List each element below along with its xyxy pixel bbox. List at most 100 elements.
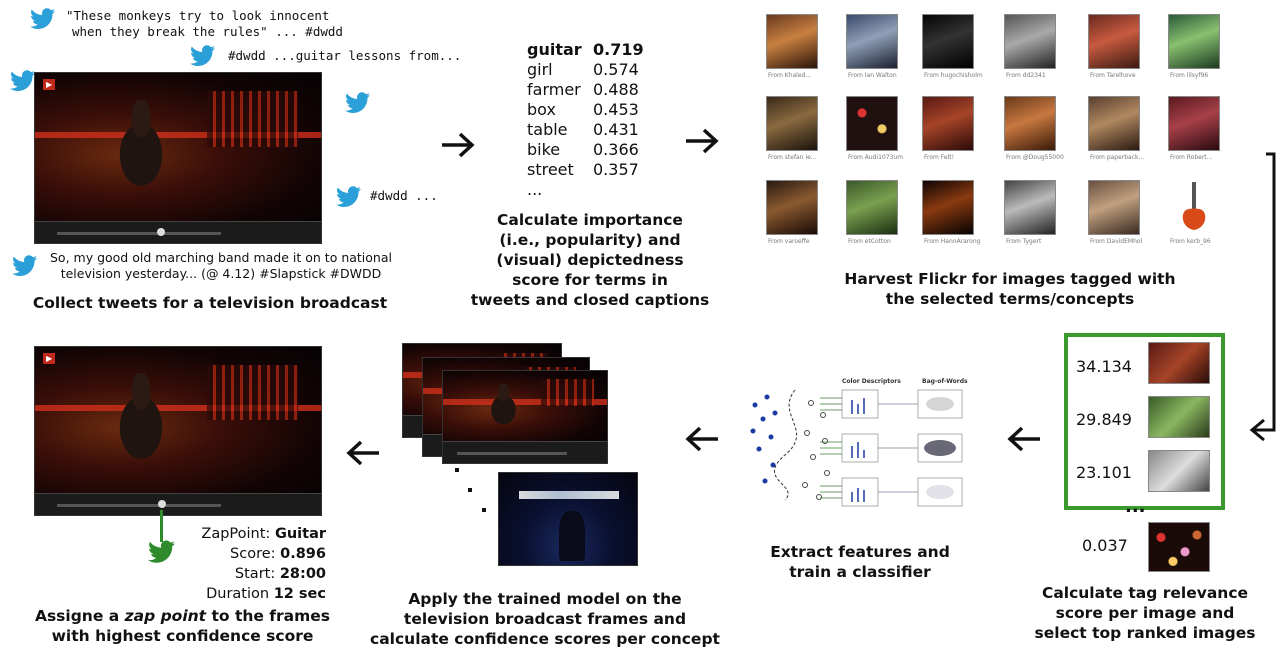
flickr-image-caption: From dd2341 (1006, 72, 1046, 79)
zap-label: ZapPoint: (201, 526, 271, 542)
flickr-image[interactable] (1168, 14, 1220, 69)
score-label: Score: (230, 546, 276, 562)
step2-caption-line: tweets and closed captions (470, 291, 710, 309)
sequence-dot (455, 468, 459, 472)
rank-score: 23.101 (1076, 463, 1132, 482)
tweet-3: #dwdd ... (370, 188, 438, 203)
ranked-image (1148, 396, 1210, 438)
start-label: Start: (234, 566, 276, 582)
flickr-image-caption: From HannArarong (924, 238, 981, 245)
broadcast-video-player[interactable]: ▶ (34, 72, 322, 244)
term-score: 0.488 (593, 80, 639, 99)
step7-caption-pre: Assigne a (34, 607, 125, 625)
flickr-image[interactable] (1004, 180, 1056, 235)
flickr-image[interactable] (1088, 14, 1140, 69)
term-row: farmer 0.488 (527, 80, 644, 100)
step3-caption: Harvest Flickr for images tagged with th… (800, 269, 1220, 309)
twitter-bird-icon (10, 70, 35, 91)
tweet-4-line1: So, my good old marching band made it on… (50, 250, 392, 265)
flickr-image[interactable] (766, 180, 818, 235)
arrow-left-icon (685, 426, 718, 452)
term-name: table (527, 120, 568, 139)
flickr-image[interactable] (922, 14, 974, 69)
flickr-image[interactable] (846, 96, 898, 151)
flickr-image[interactable] (1004, 96, 1056, 151)
video-scrubber[interactable] (157, 228, 165, 236)
flickr-image[interactable] (922, 180, 974, 235)
term-score: 0.453 (593, 100, 639, 119)
flickr-image[interactable] (922, 96, 974, 151)
step4-caption-line: score per image and (1055, 604, 1235, 622)
arrow-right-icon (686, 128, 719, 154)
flickr-image[interactable] (846, 14, 898, 69)
flickr-image[interactable] (766, 14, 818, 69)
term-name: ... (527, 180, 543, 199)
rank-score: 34.134 (1076, 357, 1132, 376)
step2-caption-line: Calculate importance (497, 211, 683, 229)
ranked-image-last (1148, 522, 1210, 572)
twitter-bird-icon (30, 8, 55, 29)
duration-value: 12 sec (273, 586, 326, 602)
diagram-label: Bag-of-Words (922, 378, 968, 385)
ranked-image (1148, 342, 1210, 384)
step2-caption-line: (i.e., popularity) and (499, 231, 681, 249)
flickr-image[interactable] (846, 180, 898, 235)
twitter-bird-icon (336, 186, 361, 207)
flickr-image[interactable] (1168, 180, 1220, 235)
flickr-image-caption: From @Doug55000 (1006, 154, 1064, 161)
step3-caption-line: Harvest Flickr for images tagged with (844, 270, 1176, 288)
ellipsis: ... (1125, 496, 1146, 517)
term-score: 0.431 (593, 120, 639, 139)
broadcast-frame (442, 370, 608, 464)
diagram-label: Color Descriptors (842, 378, 901, 385)
step7-caption-post: to the frames (206, 607, 331, 625)
flickr-image[interactable] (1088, 180, 1140, 235)
flickr-image[interactable] (1088, 96, 1140, 151)
step6-caption-line: calculate confidence scores per concept (370, 630, 720, 648)
feature-space-scatter (750, 389, 830, 501)
tweet-1-line2: when they break the rules" ... #dwdd (72, 24, 343, 39)
tweet-4: So, my good old marching band made it on… (50, 250, 392, 282)
flickr-image[interactable] (1168, 96, 1220, 151)
term-score: 0.574 (593, 60, 639, 79)
flickr-image-caption: From Felt! (924, 154, 955, 161)
step2-caption-line: score for terms in (512, 271, 668, 289)
flickr-image-caption: From Tarelhove (1090, 72, 1136, 79)
start-value: 28:00 (279, 566, 326, 582)
duration-label: Duration (206, 586, 270, 602)
twitter-bird-icon (190, 45, 215, 66)
term-name: box (527, 100, 556, 119)
connector-arrow (1249, 152, 1276, 442)
score-value: 0.896 (280, 546, 326, 562)
flickr-image-caption: From paperback... (1090, 154, 1145, 161)
step5-caption: Extract features and train a classifier (745, 542, 975, 582)
twitter-bird-icon (345, 92, 370, 113)
term-row: ... (527, 180, 644, 200)
broadcast-frame-concert (498, 472, 638, 566)
zap-video-player[interactable]: ▶ (34, 346, 322, 516)
zap-details: ZapPoint: Guitar Score: 0.896 Start: 28:… (178, 524, 326, 604)
channel-logo: ▶ (43, 353, 56, 364)
flickr-image-caption: From Robert... (1170, 154, 1213, 161)
tweet-1: "These monkeys try to look innocent when… (66, 8, 343, 40)
term-name: farmer (527, 80, 581, 99)
step4-caption-line: select top ranked images (1034, 624, 1256, 642)
flickr-image-caption: From Khaled... (768, 72, 812, 79)
step2-caption: Calculate importance (i.e., popularity) … (460, 210, 720, 310)
step3-caption-line: the selected terms/concepts (885, 290, 1135, 308)
sequence-dot (482, 508, 486, 512)
flickr-image-caption: From etCotton (848, 238, 891, 245)
step5-caption-line: Extract features and (770, 543, 950, 561)
twitter-bird-icon (148, 540, 175, 563)
arrow-right-icon (442, 132, 475, 158)
flickr-image-caption: From hugochisholm (924, 72, 983, 79)
feature-pipeline-diagram: Color Descriptors Bag-of-Words (818, 376, 982, 512)
zap-scrubber[interactable] (158, 500, 166, 508)
flickr-image-caption: From stefan ie... (768, 154, 817, 161)
term-name: bike (527, 140, 561, 159)
flickr-image[interactable] (1004, 14, 1056, 69)
flickr-image[interactable] (766, 96, 818, 151)
